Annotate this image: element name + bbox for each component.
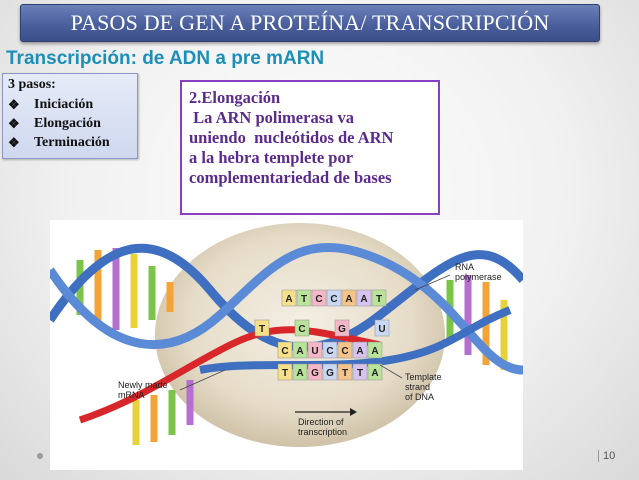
slide-title: PASOS DE GEN A PROTEÍNA/ TRANSCRIPCIÓN bbox=[20, 4, 600, 42]
elongation-line: 2.Elongación bbox=[189, 88, 281, 107]
top-strand-base-tile bbox=[281, 289, 297, 307]
mrna-base-tile bbox=[337, 341, 353, 359]
slide-subtitle: Transcripción: de ADN a pre mARN bbox=[6, 48, 325, 69]
step-label: Elongación bbox=[34, 115, 101, 131]
mrna-base-letter: C bbox=[281, 346, 288, 357]
top-strand-base-letter: C bbox=[330, 294, 337, 305]
template-base-letter: G bbox=[326, 368, 334, 379]
template-strand-label-1: Template bbox=[405, 372, 442, 382]
step-item: ❖ Elongación bbox=[8, 114, 137, 133]
elongation-line: uniendo nucleótidos de ARN bbox=[189, 128, 394, 147]
side-base-letter: U bbox=[378, 324, 385, 335]
rna-polymerase-label-2: polymerase bbox=[455, 272, 502, 282]
template-strand-label-2: strand bbox=[405, 382, 430, 392]
mrna-strand bbox=[78, 326, 381, 424]
top-strand-base-tile bbox=[326, 289, 342, 307]
template-strand-label-3: of DNA bbox=[405, 392, 434, 402]
top-strand-base-tile bbox=[296, 289, 312, 307]
side-base-letter: G bbox=[338, 324, 346, 335]
diamond-bullet-icon: ❖ bbox=[8, 96, 20, 112]
top-strand-base-tile bbox=[371, 289, 387, 307]
side-base-letter: C bbox=[298, 324, 305, 335]
mrna-pointer-line bbox=[179, 369, 226, 391]
direction-label-1: Direction of bbox=[298, 417, 344, 427]
top-strand-base-tile bbox=[341, 289, 357, 307]
mrna-base-letter: A bbox=[296, 346, 303, 357]
side-base-tile bbox=[254, 319, 270, 337]
top-strand-base-letter: C bbox=[315, 294, 322, 305]
top-strand-base-letter: A bbox=[360, 294, 367, 305]
top-strand-base-letter: A bbox=[345, 294, 352, 305]
template-base-tile bbox=[352, 363, 368, 381]
mrna-base-tile bbox=[322, 341, 338, 359]
mrna-base-letter: A bbox=[356, 346, 363, 357]
template-base-tile bbox=[337, 363, 353, 381]
newly-made-mrna-label-1: Newly made bbox=[118, 380, 168, 390]
template-base-tile bbox=[277, 363, 293, 381]
step-label: Terminación bbox=[34, 134, 110, 150]
template-strand bbox=[199, 306, 512, 374]
template-base-tile bbox=[322, 363, 338, 381]
elongation-line: La ARN polimerasa va bbox=[189, 108, 354, 127]
top-strand-base-tile bbox=[356, 289, 372, 307]
mrna-base-tile bbox=[277, 341, 293, 359]
mrna-base-tile bbox=[367, 341, 383, 359]
template-base-letter: T bbox=[357, 368, 363, 379]
template-base-letter: G bbox=[311, 368, 319, 379]
elongation-line: complementariedad de bases bbox=[189, 168, 392, 187]
template-base-tile bbox=[367, 363, 383, 381]
top-strand-base-letter: T bbox=[301, 294, 307, 305]
template-base-letter: T bbox=[342, 368, 348, 379]
direction-label-2: transcription bbox=[298, 427, 347, 437]
page-number: 10 bbox=[598, 450, 615, 462]
elongation-box: 2.Elongación La ARN polimerasa va uniend… bbox=[180, 80, 440, 215]
mrna-base-letter: A bbox=[371, 346, 378, 357]
side-base-letter: T bbox=[259, 324, 265, 335]
template-base-tile bbox=[292, 363, 308, 381]
template-base-letter: T bbox=[282, 368, 288, 379]
side-base-tile bbox=[334, 319, 350, 337]
steps-box: 3 pasos: ❖ Iniciación ❖ Elongación ❖ Ter… bbox=[2, 73, 138, 159]
template-base-tile bbox=[307, 363, 323, 381]
slide-dot bbox=[37, 453, 43, 459]
mrna-base-letter: C bbox=[326, 346, 333, 357]
newly-made-mrna-label-2: mRNA bbox=[118, 390, 145, 400]
direction-arrowhead-icon bbox=[350, 408, 357, 416]
diamond-bullet-icon: ❖ bbox=[8, 115, 20, 131]
template-pointer-line bbox=[379, 364, 403, 379]
mrna-base-tile bbox=[307, 341, 323, 359]
top-strand-base-letter: A bbox=[285, 294, 292, 305]
step-item: ❖ Iniciación bbox=[8, 95, 137, 114]
side-base-tile bbox=[374, 319, 390, 337]
mrna-base-tile bbox=[352, 341, 368, 359]
template-base-letter: A bbox=[371, 368, 378, 379]
elongation-line: a la hebra templete por bbox=[189, 148, 354, 167]
mrna-base-tile bbox=[292, 341, 308, 359]
steps-heading: 3 pasos: bbox=[8, 77, 56, 92]
rna-polymerase-label-1: RNA bbox=[455, 262, 474, 272]
mrna-base-letter: C bbox=[341, 346, 348, 357]
step-item: ❖ Terminación bbox=[8, 133, 137, 152]
mrna-base-letter: U bbox=[311, 346, 318, 357]
side-base-tile bbox=[294, 319, 310, 337]
step-label: Iniciación bbox=[34, 96, 94, 112]
top-strand-base-letter: T bbox=[376, 294, 382, 305]
template-base-letter: A bbox=[296, 368, 303, 379]
top-strand-base-tile bbox=[311, 289, 327, 307]
dna-backbone-bottom bbox=[50, 243, 523, 375]
diamond-bullet-icon: ❖ bbox=[8, 134, 20, 150]
polymerase-pointer-line bbox=[414, 274, 451, 291]
